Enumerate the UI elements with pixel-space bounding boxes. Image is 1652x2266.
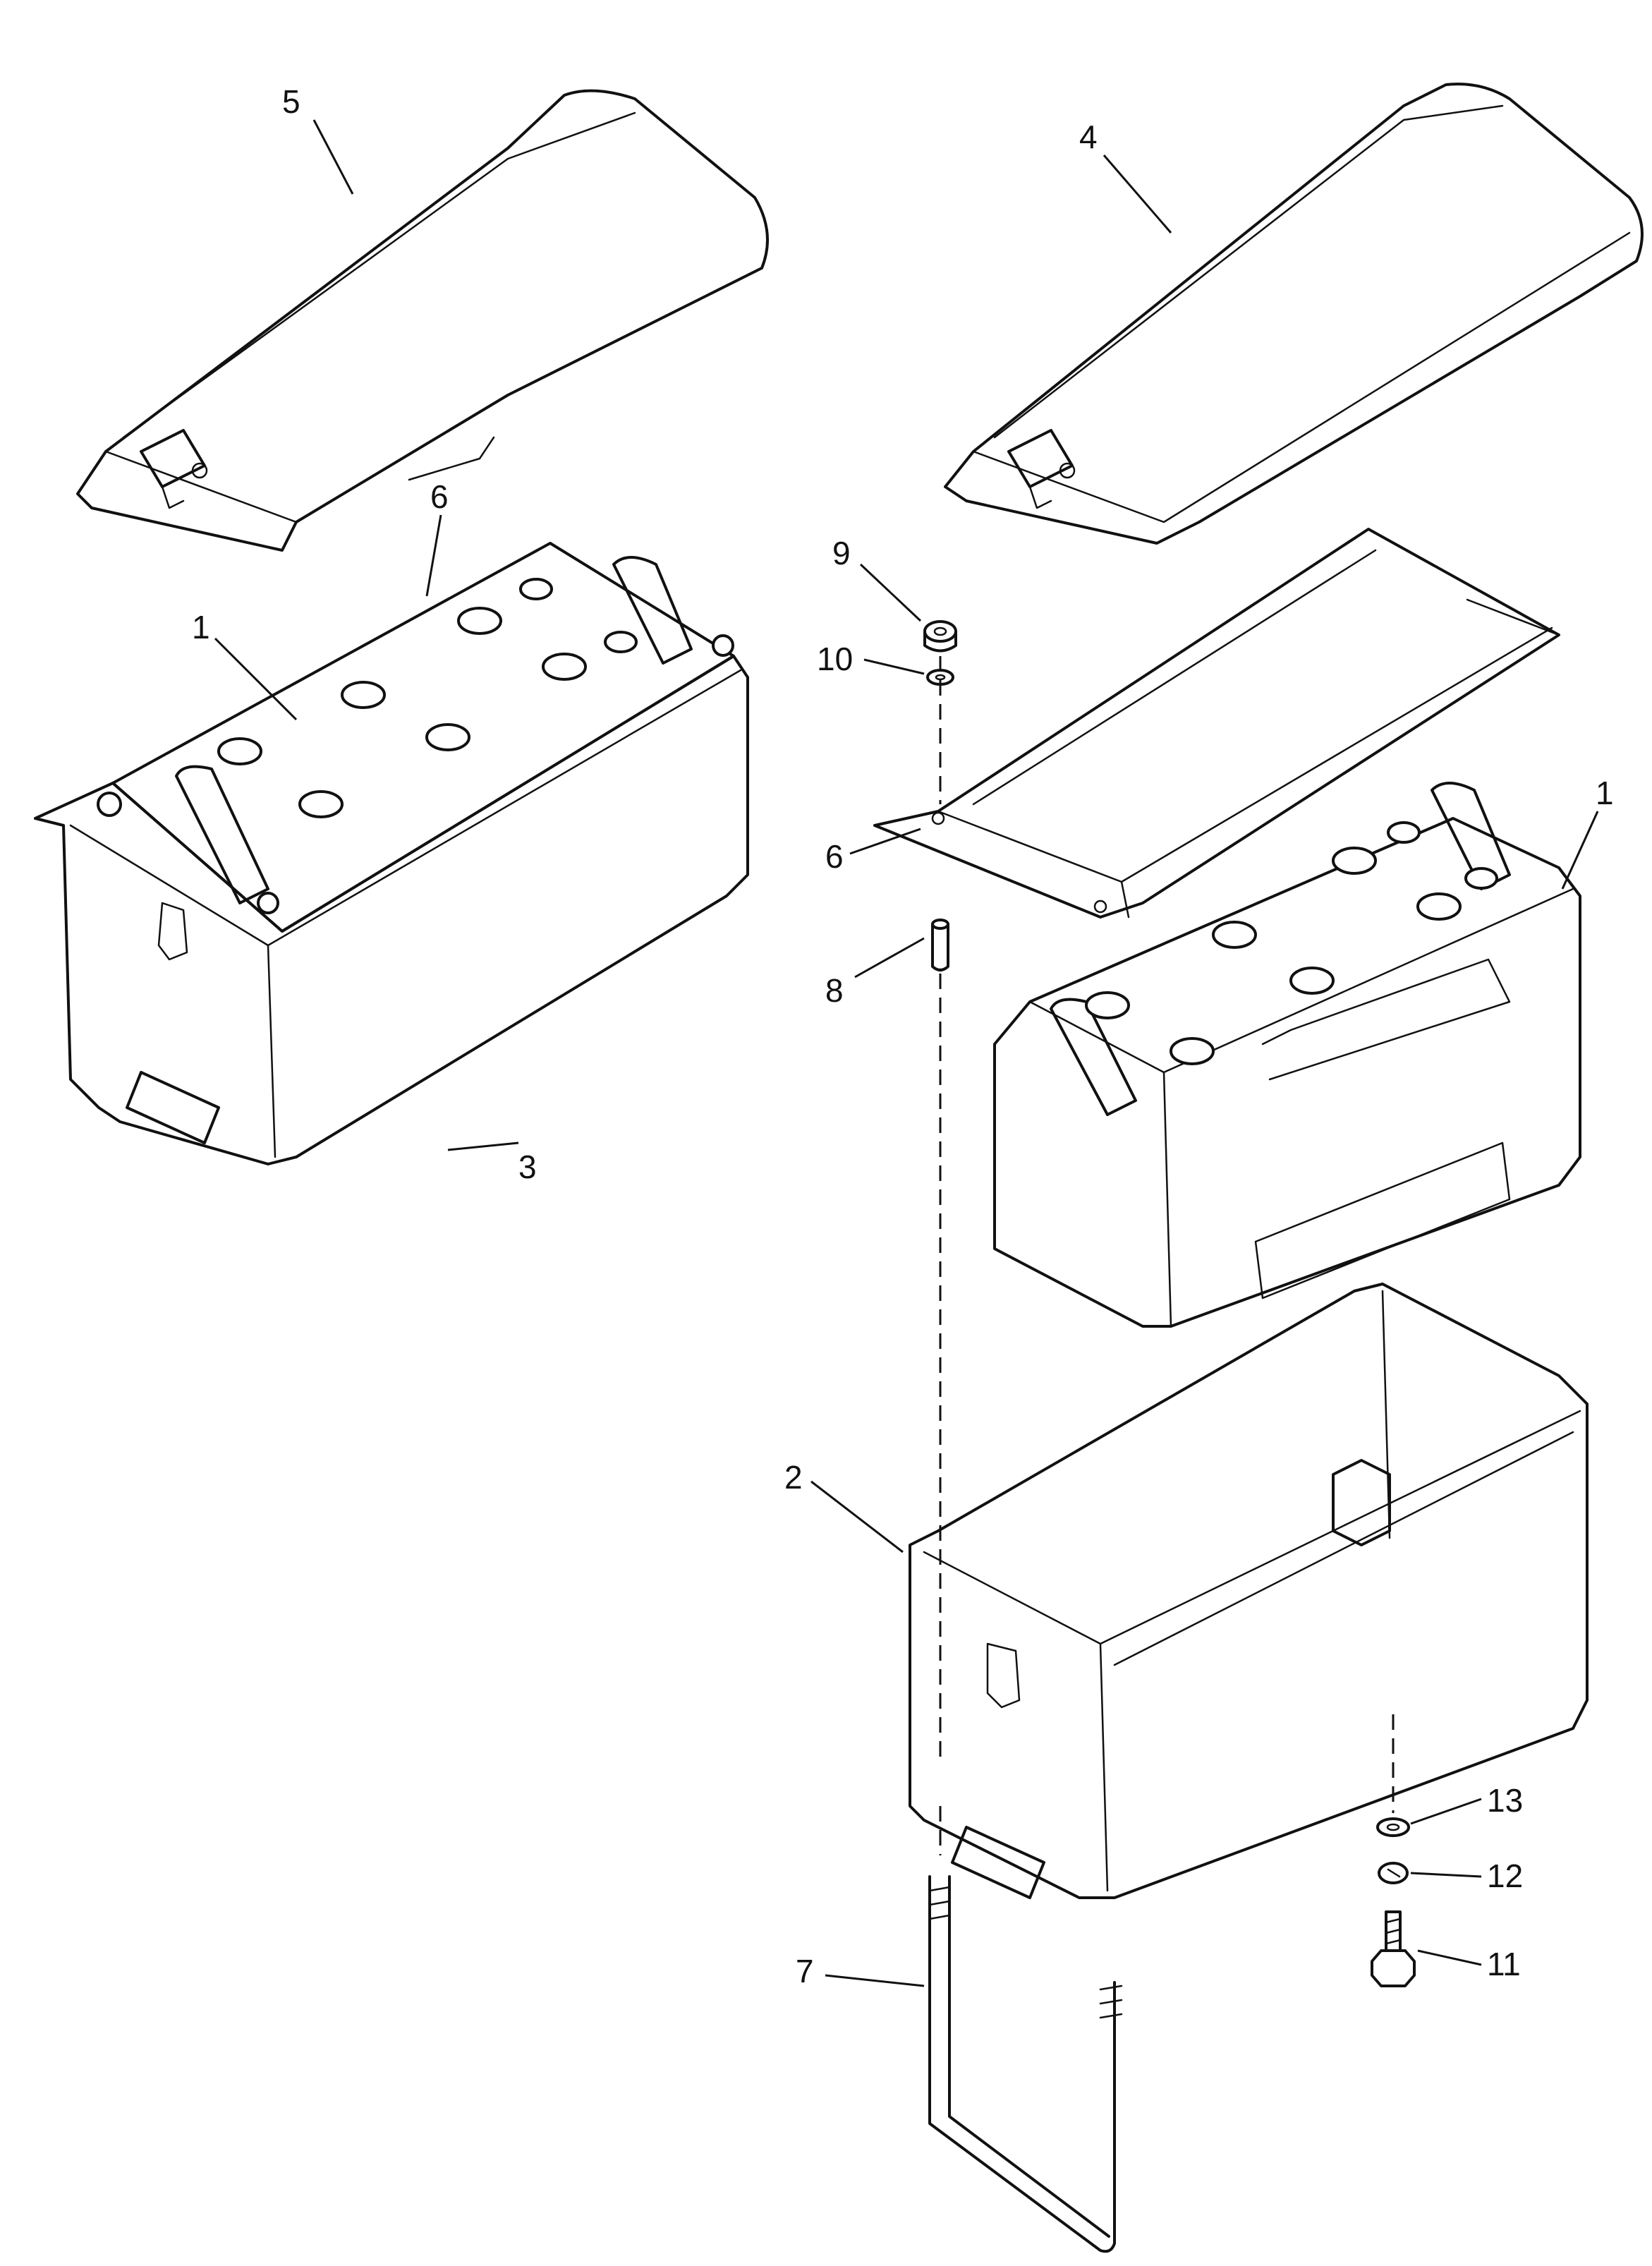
callout-label: 1 bbox=[1596, 775, 1614, 811]
callout-1-left: 1 bbox=[192, 609, 298, 721]
callout-label: 8 bbox=[825, 972, 844, 1009]
right-hold-down-frame bbox=[873, 528, 1560, 919]
callout-6-left: 6 bbox=[425, 478, 449, 597]
hardware-bolt-11 bbox=[1371, 1910, 1416, 1987]
callout-label: 3 bbox=[518, 1149, 537, 1185]
u-bolt-7 bbox=[928, 1875, 1123, 2253]
callout-8: 8 bbox=[825, 937, 925, 1009]
callout-12: 12 bbox=[1410, 1858, 1523, 1894]
callout-13: 13 bbox=[1410, 1782, 1523, 1825]
callout-label: 9 bbox=[832, 535, 851, 571]
hardware-spacer-8 bbox=[931, 919, 949, 971]
callout-label: 12 bbox=[1487, 1858, 1523, 1894]
right-battery bbox=[993, 782, 1581, 1328]
right-battery-case bbox=[909, 1283, 1589, 1899]
right-battery-caps bbox=[1085, 821, 1498, 1065]
callout-11: 11 bbox=[1417, 1946, 1521, 1982]
callout-label: 2 bbox=[784, 1459, 803, 1496]
callout-1-right: 1 bbox=[1561, 775, 1614, 890]
callout-7: 7 bbox=[796, 1953, 925, 1989]
callout-4: 4 bbox=[1079, 119, 1172, 234]
callout-label: 4 bbox=[1079, 119, 1098, 155]
left-battery-cover bbox=[76, 89, 769, 552]
callout-2: 2 bbox=[784, 1459, 904, 1553]
callout-9: 9 bbox=[832, 535, 922, 622]
assembly-axes bbox=[939, 656, 1395, 1855]
callout-10: 10 bbox=[817, 641, 925, 677]
callout-label: 6 bbox=[430, 478, 449, 515]
callout-label: 13 bbox=[1487, 1782, 1523, 1819]
callout-label: 5 bbox=[282, 83, 300, 120]
callout-label: 6 bbox=[825, 838, 844, 875]
callout-label: 10 bbox=[817, 641, 853, 677]
hardware-nut-9 bbox=[923, 620, 957, 653]
right-battery-cover bbox=[944, 83, 1644, 545]
callout-3: 3 bbox=[447, 1141, 537, 1185]
left-battery bbox=[111, 542, 735, 933]
callout-label: 1 bbox=[192, 609, 210, 646]
left-battery-case bbox=[34, 634, 749, 1165]
callout-5: 5 bbox=[282, 83, 354, 195]
callout-6-right: 6 bbox=[825, 828, 921, 875]
hardware-lock-washer-12 bbox=[1378, 1862, 1409, 1884]
callout-label: 7 bbox=[796, 1953, 814, 1989]
left-battery-caps bbox=[217, 578, 638, 818]
callout-label: 11 bbox=[1487, 1946, 1521, 1982]
hardware-washer-13 bbox=[1376, 1817, 1410, 1837]
